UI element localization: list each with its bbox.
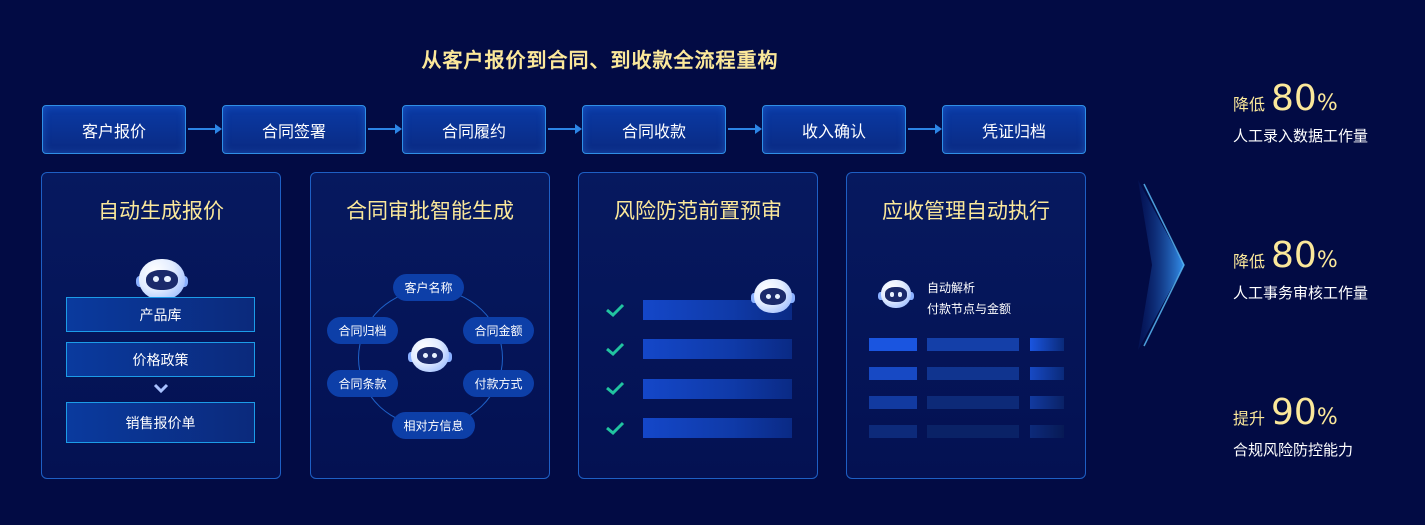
robot-icon — [408, 338, 452, 375]
pill-customer-name: 客户名称 — [393, 274, 464, 301]
step-revenue: 收入确认 — [762, 105, 906, 154]
check-icon — [606, 381, 625, 396]
check-icon — [606, 421, 625, 436]
metric-unit: % — [1316, 91, 1338, 116]
sales-quote-box: 销售报价单 — [66, 402, 255, 443]
pill-counterparty-info: 相对方信息 — [392, 412, 475, 439]
product-library-box: 产品库 — [66, 297, 255, 332]
table-cell — [869, 367, 917, 380]
metric-compliance: 提升 90% 合规风险防控能力 — [1233, 392, 1353, 460]
metric-value: 80 — [1271, 78, 1317, 119]
table-cell — [1030, 367, 1064, 380]
step-sign: 合同签署 — [222, 105, 366, 154]
step-arrow — [548, 124, 582, 134]
pill-contract-archive: 合同归档 — [327, 317, 398, 344]
table-cell — [927, 425, 1019, 438]
step-perform: 合同履约 — [402, 105, 546, 154]
step-collect: 合同收款 — [582, 105, 726, 154]
table-cell — [927, 367, 1019, 380]
table-cell — [869, 338, 917, 351]
check-icon — [606, 303, 625, 318]
metric-desc: 人工事务审核工作量 — [1233, 284, 1369, 302]
check-icon — [606, 342, 625, 357]
card-title: 应收管理自动执行 — [882, 199, 1050, 223]
step-arrow — [908, 124, 942, 134]
metric-value: 80 — [1271, 235, 1317, 276]
card-title: 自动生成报价 — [98, 199, 224, 223]
check-bar — [643, 418, 792, 438]
table-cell — [927, 396, 1019, 409]
step-quote: 客户报价 — [42, 105, 186, 154]
table-cell — [1030, 338, 1064, 351]
table-cell — [1030, 425, 1064, 438]
step-arrow — [368, 124, 402, 134]
metric-desc: 合规风险防控能力 — [1233, 441, 1354, 459]
step-arrow — [188, 124, 222, 134]
robot-icon — [878, 280, 914, 311]
metric-unit: % — [1316, 248, 1338, 273]
metric-unit: % — [1316, 405, 1338, 430]
metric-audit: 降低 80% 人工事务审核工作量 — [1233, 235, 1368, 303]
check-bar — [643, 300, 792, 320]
check-bar — [643, 379, 792, 399]
metric-label: 提升 — [1233, 409, 1266, 428]
metric-desc: 人工录入数据工作量 — [1233, 127, 1369, 145]
check-bar — [643, 339, 792, 359]
step-archive: 凭证归档 — [942, 105, 1086, 154]
metric-value: 90 — [1271, 392, 1317, 433]
auto-parse-text: 自动解析 — [927, 281, 976, 295]
step-arrow — [728, 124, 762, 134]
chevron-down-icon — [153, 383, 169, 394]
metric-data-entry: 降低 80% 人工录入数据工作量 — [1233, 78, 1368, 146]
card-title: 风险防范前置预审 — [614, 199, 782, 223]
card-title: 合同审批智能生成 — [346, 199, 514, 223]
pill-contract-terms: 合同条款 — [327, 370, 398, 397]
metric-label: 降低 — [1233, 95, 1266, 114]
robot-icon — [136, 259, 188, 303]
chevron-right-arrow-icon — [1138, 180, 1185, 350]
payment-node-text: 付款节点与金额 — [927, 302, 1012, 316]
robot-icon — [751, 279, 795, 316]
pill-contract-amount: 合同金额 — [463, 317, 534, 344]
table-cell — [1030, 396, 1064, 409]
table-cell — [869, 396, 917, 409]
metric-label: 降低 — [1233, 252, 1266, 271]
price-policy-box: 价格政策 — [66, 342, 255, 377]
table-cell — [869, 425, 917, 438]
page-title: 从客户报价到合同、到收款全流程重构 — [421, 48, 779, 72]
pill-payment-method: 付款方式 — [463, 370, 534, 397]
table-cell — [927, 338, 1019, 351]
